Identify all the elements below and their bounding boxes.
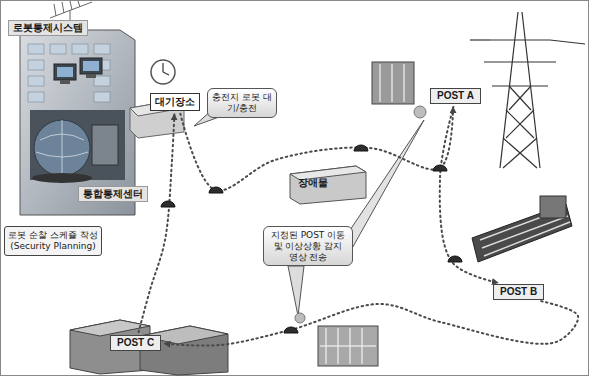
patrol-robot	[161, 145, 462, 333]
process-box: 로봇 순찰 스케쥴 작성 (Security Planning)	[4, 226, 102, 256]
building-label: 통합통제센터	[78, 186, 148, 202]
post-label: POST A	[430, 88, 481, 104]
camera-thumbnail	[318, 62, 426, 366]
warehouse-buildings	[70, 320, 228, 375]
node-text: 통합통제센터	[83, 188, 143, 200]
node-text: 대기장소	[155, 96, 195, 108]
callout-tail	[346, 120, 424, 252]
callout-bubble	[295, 313, 305, 323]
clock	[151, 60, 175, 84]
callout-box: 충전지 로봇 대기/충전	[207, 88, 277, 118]
callout-box: 지정된 POST 이동 및 이상상황 감지 영상 전송	[263, 226, 353, 266]
patrol-route	[164, 301, 578, 345]
post-label: POST C	[110, 335, 161, 351]
callout-tail	[288, 266, 304, 316]
patrol-route	[180, 107, 453, 191]
node-text: POST B	[500, 286, 537, 298]
node-text: 장애물	[298, 177, 328, 189]
node-text: 로봇통제시스템	[13, 22, 83, 34]
node-text: 충전지 로봇 대기/충전	[212, 92, 272, 114]
node-text: POST C	[117, 337, 154, 349]
patrol-route	[139, 114, 175, 332]
node-text: 로봇 순찰 스케쥴 작성 (Security Planning)	[8, 230, 98, 252]
post-label: POST B	[493, 284, 544, 300]
node-text: 지정된 POST 이동 및 이상상황 감지 영상 전송	[268, 230, 348, 262]
fence	[472, 196, 572, 262]
obstacle-label: 장애물	[296, 176, 330, 190]
obstacle-box	[290, 166, 366, 204]
power-tower	[470, 12, 585, 168]
node-text: POST A	[437, 90, 474, 102]
patrol-route	[440, 107, 498, 283]
place-box: 대기장소	[150, 93, 200, 111]
building-label: 로봇통제시스템	[8, 20, 88, 36]
